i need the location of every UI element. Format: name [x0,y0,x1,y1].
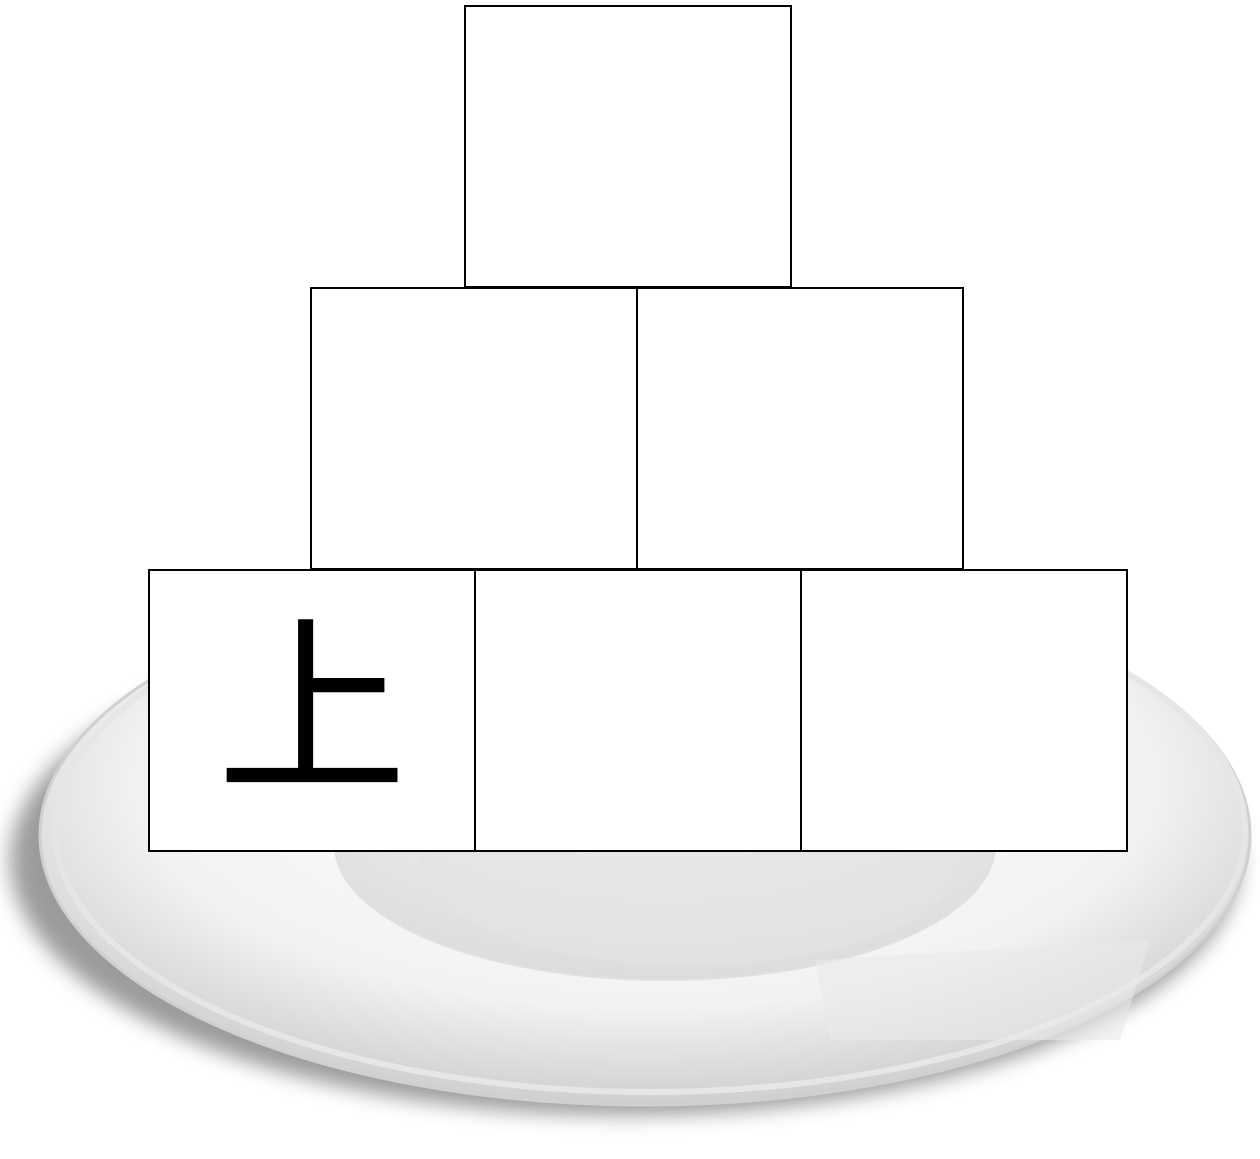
box-text: 上 [217,616,407,806]
pyramid-box-bottom-right[interactable] [800,569,1128,852]
pyramid-box-middle-left[interactable] [310,287,638,570]
pyramid-box-middle-right[interactable] [636,287,964,570]
pyramid-box-bottom-left[interactable]: 上 [148,569,476,852]
pyramid-box-bottom-center[interactable] [474,569,802,852]
pyramid-box-top[interactable] [464,5,792,288]
